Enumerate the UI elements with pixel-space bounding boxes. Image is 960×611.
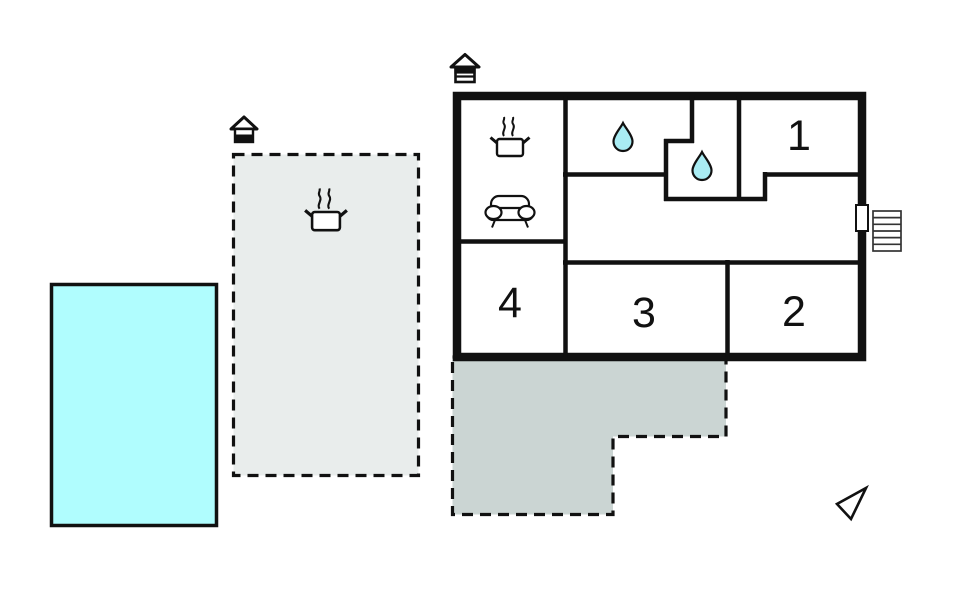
terrace-dark xyxy=(450,355,728,517)
cooking-pot-icon xyxy=(489,116,531,158)
entrance-door xyxy=(855,204,869,232)
room-label-1: 1 xyxy=(787,112,811,160)
sofa-icon xyxy=(484,194,536,228)
north-arrow-icon xyxy=(834,484,869,522)
cooking-pot-icon xyxy=(304,188,348,232)
stairs-icon xyxy=(872,210,902,252)
building-outline xyxy=(452,91,867,362)
swimming-pool xyxy=(49,282,219,528)
house-levels-icon xyxy=(229,115,259,144)
terrace-light xyxy=(231,152,421,478)
interior-walls xyxy=(457,96,860,357)
room-label-2: 2 xyxy=(782,288,806,336)
water-drop-icon xyxy=(612,120,634,153)
room-label-4: 4 xyxy=(498,279,522,327)
house-levels-icon xyxy=(449,53,481,84)
water-drop-icon xyxy=(691,149,713,182)
room-label-3: 3 xyxy=(632,289,656,337)
